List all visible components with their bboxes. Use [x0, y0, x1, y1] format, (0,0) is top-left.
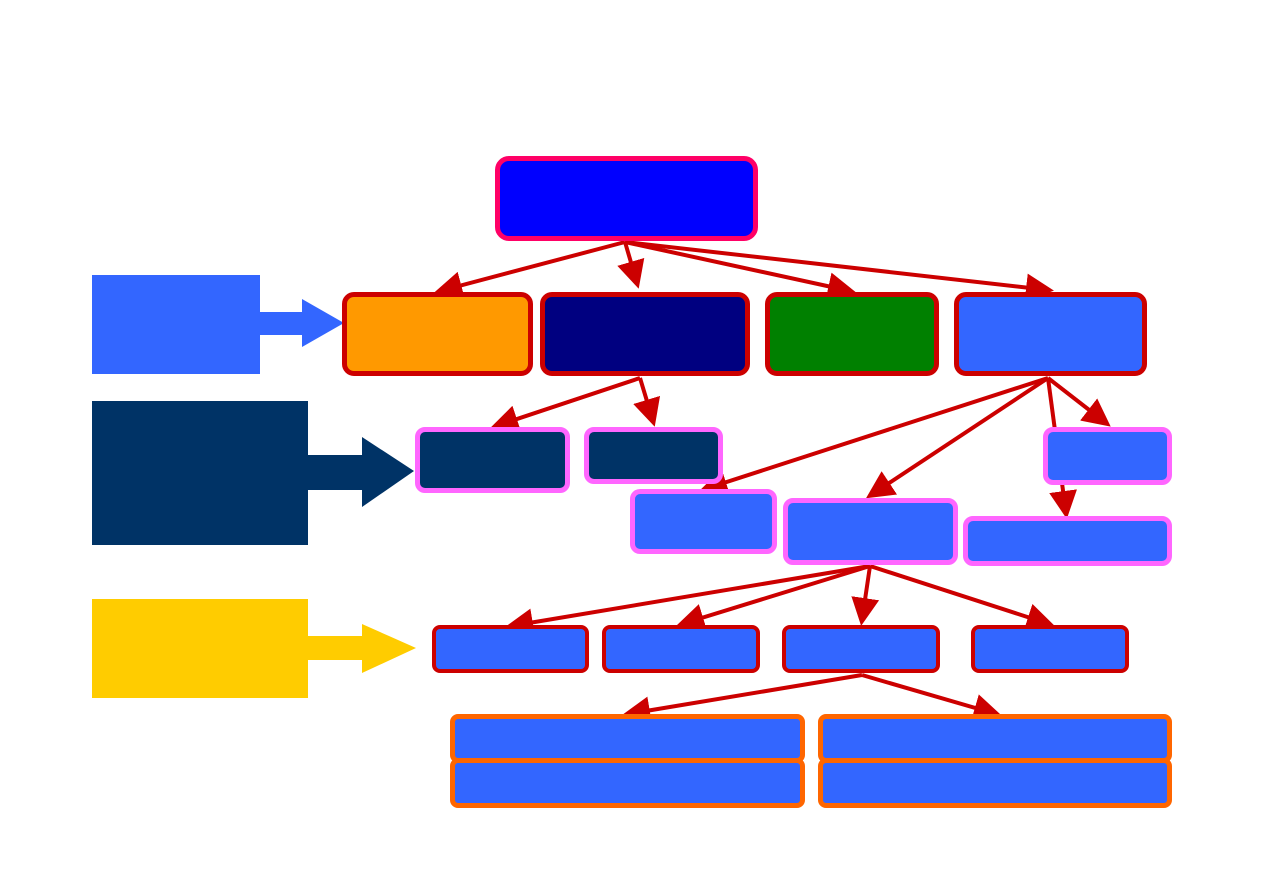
connector-l2-4-l3-4 — [869, 564, 1055, 631]
level4-node-4 — [818, 758, 1172, 808]
side-label-blue — [92, 275, 260, 374]
connector-root-l1-2 — [617, 241, 645, 289]
side-label-yellow — [92, 599, 308, 698]
connector-l3-3-l4-2 — [861, 673, 1002, 722]
level1-node-green — [765, 292, 939, 376]
connector-l3-3-l4-1 — [622, 673, 863, 725]
level4-node-1 — [450, 714, 805, 763]
level2-node-5 — [1043, 427, 1172, 485]
level2-node-6 — [963, 516, 1172, 566]
level2-node-1 — [415, 427, 570, 493]
connector-l2-4-l3-3 — [851, 565, 880, 626]
level2-node-4 — [783, 498, 958, 565]
connector-root-l1-1 — [434, 240, 626, 299]
connector-l1-4-l2-3 — [699, 376, 1049, 496]
side-arrow-blue — [258, 299, 344, 347]
level2-node-3 — [630, 489, 777, 554]
side-arrow-yellow — [306, 624, 416, 673]
level3-node-2 — [602, 625, 760, 673]
level4-node-2 — [818, 714, 1172, 763]
side-arrow-dark-navy — [306, 437, 414, 507]
level1-node-orange — [342, 292, 533, 376]
level1-node-navy — [540, 292, 750, 376]
connector-l1-4-l2-5 — [1046, 376, 1111, 427]
level3-node-1 — [432, 625, 589, 673]
connector-l1-4-l2-4 — [865, 376, 1050, 499]
connector-l2-4-l3-2 — [676, 564, 871, 631]
connector-root-l1-4 — [624, 240, 1054, 302]
level3-node-4 — [971, 625, 1129, 673]
level2-node-2 — [584, 427, 723, 484]
level4-node-3 — [450, 758, 805, 808]
connector-l1-2-l2-1 — [490, 376, 641, 433]
root-node — [495, 156, 758, 241]
level3-node-3 — [782, 625, 940, 673]
connector-l1-2-l2-2 — [633, 377, 661, 427]
connector-l2-4-l3-1 — [505, 564, 871, 637]
connector-root-l1-3 — [624, 240, 856, 300]
level1-node-blue — [954, 292, 1147, 376]
side-label-dark-navy — [92, 401, 308, 545]
